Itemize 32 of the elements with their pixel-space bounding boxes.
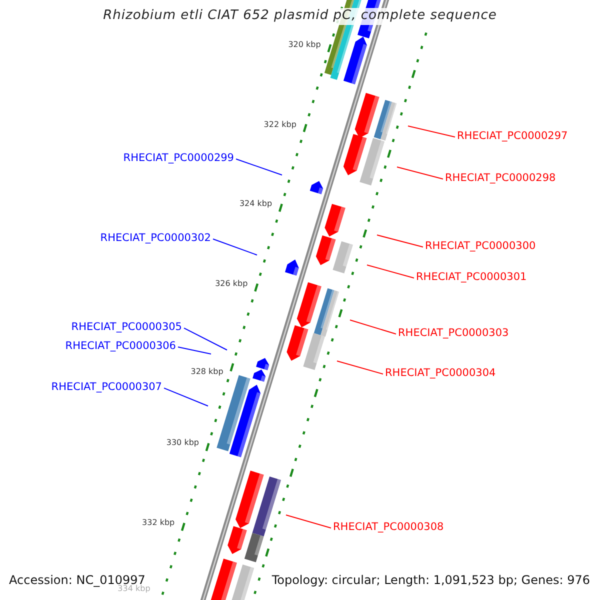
- scale-label: 324 kbp: [239, 199, 272, 208]
- gene-label: RHECIAT_PC0000298: [445, 172, 556, 184]
- gene-label: RHECIAT_PC0000303: [398, 327, 509, 340]
- gene-label: RHECIAT_PC0000299: [123, 152, 234, 164]
- leader-line: [236, 158, 282, 176]
- gene-label: RHECIAT_PC0000305: [71, 321, 182, 334]
- gene-label: RHECIAT_PC0000302: [100, 232, 211, 244]
- gene-label: RHECIAT_PC0000300: [425, 240, 536, 252]
- leader-line: [178, 346, 212, 354]
- scale-label: 322 kbp: [264, 120, 296, 129]
- leader-line: [376, 234, 424, 248]
- leader-line: [336, 360, 384, 375]
- leader-line: [286, 514, 332, 529]
- scale-label: 330 kbp: [166, 438, 199, 448]
- leader-line: [184, 328, 228, 350]
- leader-line: [212, 238, 258, 256]
- gene-label: RHECIAT_PC0000306: [65, 340, 176, 352]
- topology-text: Topology: circular; Length: 1,091,523 bp; Genes: 976: [272, 574, 590, 588]
- gene-label: RHECIAT_PC0000301: [416, 271, 527, 284]
- leader-line: [408, 126, 456, 138]
- leader-line: [366, 264, 414, 279]
- gene-label: RHECIAT_PC0000297: [457, 130, 568, 142]
- scale-label: 320 kbp: [288, 40, 321, 49]
- leader-line: [396, 166, 444, 180]
- gene-label: RHECIAT_PC0000304: [385, 367, 496, 380]
- gene-label: RHECIAT_PC0000308: [333, 521, 444, 534]
- scale-label: 326 kbp: [215, 279, 248, 288]
- leader-line: [164, 388, 208, 406]
- scale-label: 332 kbp: [142, 518, 175, 528]
- leader-line: [350, 320, 396, 335]
- scale-label: 328 kbp: [190, 366, 224, 376]
- gene-label: RHECIAT_PC0000307: [51, 381, 162, 394]
